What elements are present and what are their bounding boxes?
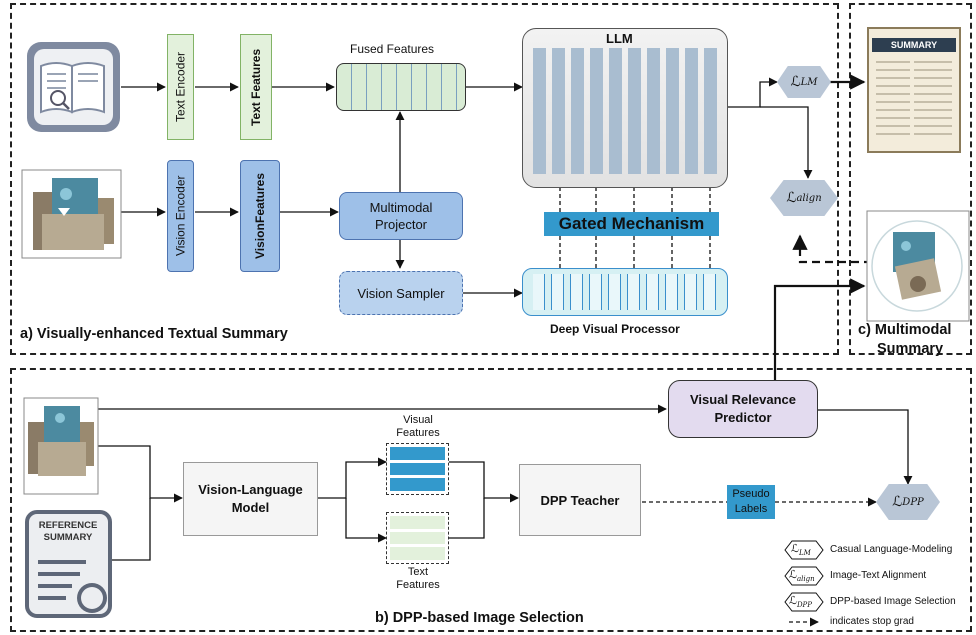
llm-label: LLM [606,31,633,46]
legend: ℒLM ℒalign ℒDPP Casual Language-Modeling… [784,540,972,630]
summary-doc-title: SUMMARY [890,40,938,50]
text-feature-bar [390,547,445,561]
llm-layer-columns [533,48,717,174]
legend-align-l: ℒ [789,568,797,581]
arrows [96,74,913,561]
vlm-line1: Vision-Language [198,482,303,497]
text-encoder-box: Text Encoder [167,34,194,140]
image-collage-top [21,169,122,259]
panel-c [849,3,972,355]
visual-relevance-line1: Visual Relevance [690,392,796,407]
gated-mechanism-label: Gated Mechanism [544,212,719,236]
visual-feature-bar [390,447,445,460]
panel-a [10,3,839,355]
reference-summary-text: REFERENCE SUMMARY [30,520,106,544]
text-feature-bar [390,516,445,529]
reference-line1: REFERENCE [38,520,98,531]
fused-features-label: Fused Features [350,42,435,56]
multimodal-projector-line1: Multimodal [369,200,433,215]
fused-features-box [336,63,466,111]
book-icon [27,42,120,132]
loss-lm-symbol: ℒ [790,74,801,90]
pseudo-line2: Labels [734,503,768,515]
legend-dpp-desc: DPP-based Image Selection [830,596,956,607]
panel-a-label: a) Visually-enhanced Textual Summary [20,326,288,342]
loss-lm-sub: LM [800,76,818,88]
legend-align-sub: align [796,575,815,584]
image-collage-bottom [23,397,99,495]
panel-b-label: b) DPP-based Image Selection [375,610,584,626]
visual-features-label: Visual Features [388,414,448,440]
deep-visual-processor-label: Deep Visual Processor [550,322,680,336]
text-features-box: Text Features [240,34,272,140]
panel-c-label-line1: c) Multimodal [858,322,952,338]
dpp-teacher-box: DPP Teacher [519,464,641,536]
multimodal-summary-image [866,210,970,322]
multimodal-projector-line2: Projector [374,217,428,232]
vision-features-line2: Features [253,173,267,224]
visual-features-line1: Visual [403,414,433,426]
reference-summary-icon [25,510,112,618]
text-features-line2: Features [396,579,440,591]
vlm-line2: Model [231,500,270,515]
legend-align-desc: Image-Text Alignment [830,570,927,581]
visual-relevance-line2: Predictor [714,410,772,425]
vision-language-model-box: Vision-Language Model [183,462,318,536]
legend-hex-outlines [784,540,824,612]
legend-dpp-l: ℒ [789,594,797,607]
legend-lm-desc: Casual Language-Modeling [830,544,953,555]
vision-features-line1: Vision [253,223,267,259]
panel-b [10,368,972,632]
visual-features-stack [386,443,449,495]
loss-dpp-sub: DPP [902,496,924,508]
dvp-columns [533,274,717,310]
vision-encoder-box: Vision Encoder [167,160,194,272]
reference-line2: SUMMARY [43,532,93,543]
loss-align-sub: align [796,192,822,204]
panel-c-label-line2: Summary [877,341,944,357]
vision-sampler-box: Vision Sampler [339,271,463,315]
visual-feature-bar [390,478,445,492]
multimodal-projector-box: Multimodal Projector [339,192,463,240]
text-features-label: Text Features [388,566,448,592]
vision-features-box: Vision Features [240,160,280,272]
loss-align-symbol: ℒ [786,190,797,206]
text-features-stack [386,512,449,564]
legend-dpp-sub: DPP [796,601,812,610]
pseudo-line1: Pseudo [732,488,770,500]
legend-lm-l: ℒ [791,542,799,555]
summary-document-icon [867,27,961,153]
legend-lm-sub: LM [798,549,811,558]
legend-stopgrad-desc: indicates stop grad [830,616,914,627]
loss-dpp-symbol: ℒ [892,494,903,510]
text-features-line1: Text [407,566,429,578]
text-feature-bar [390,531,445,545]
legend-align-symbol: ℒalign [789,568,815,583]
legend-lm-symbol: ℒLM [791,542,811,557]
visual-features-line2: Features [396,427,440,439]
visual-relevance-predictor-box: Visual Relevance Predictor [668,380,818,438]
visual-feature-bar [390,462,445,476]
pseudo-labels-tag: Pseudo Labels [727,485,775,519]
legend-dpp-symbol: ℒDPP [789,594,812,609]
